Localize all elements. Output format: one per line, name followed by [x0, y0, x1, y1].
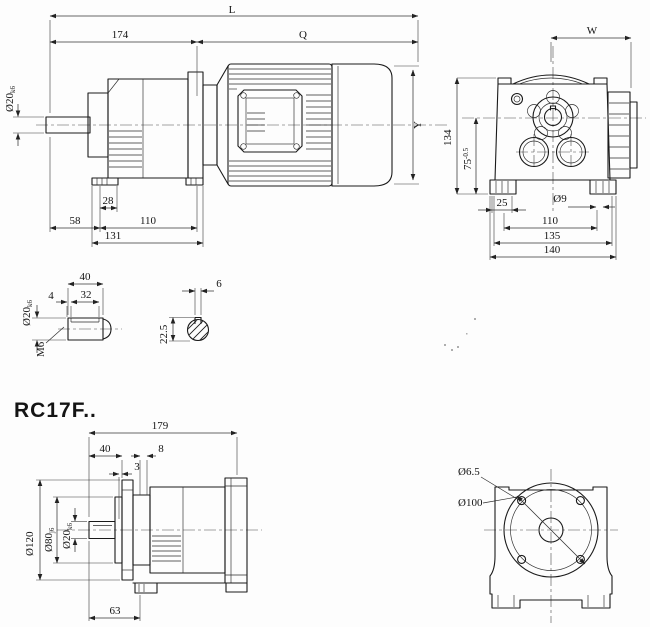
section-hatching	[188, 320, 208, 340]
dim-motor-length: Q	[299, 29, 307, 41]
dim-total-length: L	[229, 4, 236, 16]
dim-motor-height: Y	[412, 121, 424, 129]
gear-housing	[107, 78, 189, 179]
shaft-detail-dia-value: Ø20	[21, 307, 33, 326]
gearmotor-end-view: W 134 75-0.5 25 Ø9 110 135 140	[442, 25, 646, 260]
shaft-height-value: 75	[462, 159, 474, 171]
dim-3: 3	[134, 461, 140, 473]
dim-bolt-hole-dia: Ø6.5	[458, 466, 480, 478]
dim-gearcase-length: 174	[112, 29, 129, 41]
shaft-section	[186, 318, 210, 342]
dim-shaft-dia-label: Ø20k6	[4, 86, 17, 112]
shaft-detail-dia-tol: k6	[26, 300, 34, 308]
gearmotor-side-view: L 174 Q Y Ø20k6 28 58 110 131	[4, 4, 448, 247]
flange-outer-circle	[503, 482, 599, 578]
shaft-detail-view: 40 4 32 Ø20k6 M6	[21, 271, 122, 357]
motor-end-block	[607, 91, 631, 179]
dim-flange-total-length: 179	[152, 420, 169, 432]
flange-side-view: 179 40 8 3 Ø120 Ø80j6 Ø20k6 63	[24, 420, 262, 621]
scan-specks	[444, 318, 476, 351]
dim-foot-width: 135	[544, 230, 561, 242]
end-foot-left	[489, 179, 517, 195]
dim-8: 8	[158, 443, 164, 455]
dim-center-tap: M6	[35, 341, 47, 357]
flange-front-view: Ø6.5 Ø100	[458, 466, 618, 623]
flange-bolt-hole	[575, 496, 585, 506]
shaft-height-tol: -0.5	[462, 147, 470, 159]
terminal-plate	[237, 89, 303, 153]
housing-dome	[512, 74, 590, 85]
dim-foot-hole-span: 110	[140, 215, 157, 227]
output-shaft	[45, 116, 91, 134]
flange-unit-foot	[134, 582, 158, 594]
dim-total-height: 134	[442, 129, 454, 146]
flange-shaft-dia-value: Ø20	[61, 530, 73, 549]
dim-shaft-length: 40	[80, 271, 92, 283]
dim-key-setback: 4	[48, 290, 54, 302]
dim-flange-dia: Ø120	[24, 531, 36, 556]
shaft-dia-value: Ø20	[4, 93, 16, 112]
shaft-dia-tol: k6	[9, 86, 17, 94]
dim-half-width: W	[587, 25, 598, 37]
dim-shaft-height-label: 75-0.5	[462, 147, 474, 170]
dim-flange-shaft-dia: Ø20k6	[61, 523, 74, 549]
fan-cowl	[331, 63, 393, 187]
dim-bolt-circle-dia: Ø100	[458, 497, 483, 509]
flange-bolt-hole	[517, 554, 527, 564]
dim-key-length: 32	[81, 289, 92, 301]
motor-fins	[229, 68, 331, 182]
dim-key-width: 6	[216, 278, 222, 290]
dim-foot-length: 131	[105, 230, 122, 242]
dim-foot-hole-span: 110	[542, 215, 559, 227]
rear-foot	[185, 177, 204, 186]
dim-flange-shaft-length: 40	[100, 443, 112, 455]
dim-shaft-to-foot: 58	[70, 215, 82, 227]
dim-shaft-detail-dia: Ø20k6	[21, 300, 34, 326]
flange-shaft-dia-tol: k6	[66, 523, 74, 531]
dim-foot-hole-dia: Ø9	[553, 193, 567, 205]
dim-foot-pad: 25	[497, 197, 509, 209]
input-boss	[532, 96, 574, 138]
dim-spigot-dia: Ø80j6	[43, 527, 56, 552]
flange-housing-outline	[489, 486, 613, 609]
front-foot	[91, 177, 119, 186]
shaft-body	[67, 317, 104, 341]
model-label: RC17F..	[14, 399, 97, 422]
dim-foot-offset: 63	[110, 605, 122, 617]
spigot-dia-tol: j6	[48, 527, 56, 534]
dim-total-width: 140	[544, 244, 561, 256]
dim-foot-pad-width: 28	[103, 195, 115, 207]
key-section-view: 22.5 6	[158, 278, 222, 344]
end-foot-right	[589, 179, 617, 195]
housing-fins	[109, 130, 142, 168]
spigot-dia-value: Ø80	[43, 533, 55, 552]
dim-key-height: 22.5	[158, 324, 170, 344]
